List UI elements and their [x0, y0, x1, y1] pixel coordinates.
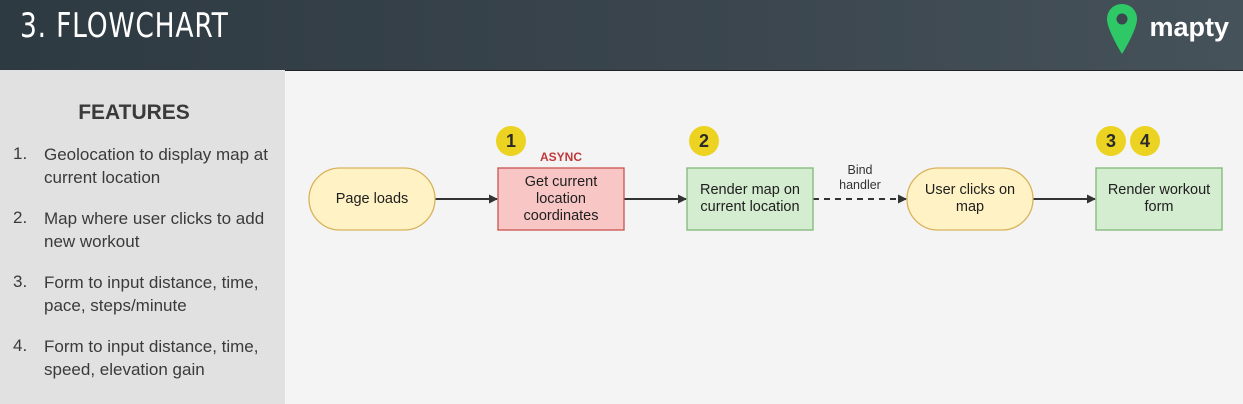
node-label-render-map: Render map on current location: [700, 182, 800, 215]
step-marker-2: [689, 126, 719, 156]
step-number: 4: [1139, 130, 1150, 151]
feature-text: Form to input distance, time, pace, step…: [44, 273, 259, 315]
step-number: 2: [698, 130, 709, 151]
edge-label-bind-handler: Bind handler: [839, 163, 881, 192]
node-label-page-loads: Page loads: [335, 190, 409, 207]
feature-number: 4.: [13, 336, 28, 355]
feature-text: Form to input distance, time, speed, ele…: [44, 337, 259, 379]
feature-number: 2.: [13, 208, 28, 227]
node-label-user-clicks: User clicks on map: [924, 182, 1016, 215]
features-heading: FEATURES: [78, 101, 190, 124]
flowchart-area: Page loads Get current location coordinat…: [285, 70, 1243, 404]
slide-title: 3. FLOWCHART: [20, 6, 229, 46]
step-number: 3: [1105, 130, 1116, 151]
async-annotation: ASYNC: [540, 150, 583, 164]
step-marker-4: [1130, 126, 1160, 156]
flowchart-canvas: [308, 126, 1223, 231]
header-bar: 3. FLOWCHART mapty: [0, 0, 1243, 71]
features-sidebar: FEATURES 1. Geolocation to display map a…: [0, 70, 285, 404]
logo-text: mapty: [1149, 11, 1229, 42]
feature-number: 3.: [13, 272, 28, 291]
node-label-render-form: Render workout form: [1107, 182, 1211, 215]
node-page-loads: [308, 167, 436, 231]
step-marker-1: [496, 126, 526, 156]
node-render-map: [686, 167, 814, 231]
node-get-location: [497, 167, 625, 231]
node-label-get-location: Get current location coordinates: [523, 173, 599, 224]
feature-text: Geolocation to display map at current lo…: [44, 145, 268, 187]
feature-text: Map where user clicks to add new workout: [44, 209, 265, 251]
node-user-clicks: [906, 167, 1034, 231]
step-marker-3: [1096, 126, 1126, 156]
mapty-logo: mapty: [1107, 2, 1229, 56]
step-number: 1: [505, 130, 516, 151]
node-render-form: [1095, 167, 1223, 231]
map-pin-icon: [1107, 4, 1138, 54]
feature-number: 1.: [13, 144, 28, 163]
